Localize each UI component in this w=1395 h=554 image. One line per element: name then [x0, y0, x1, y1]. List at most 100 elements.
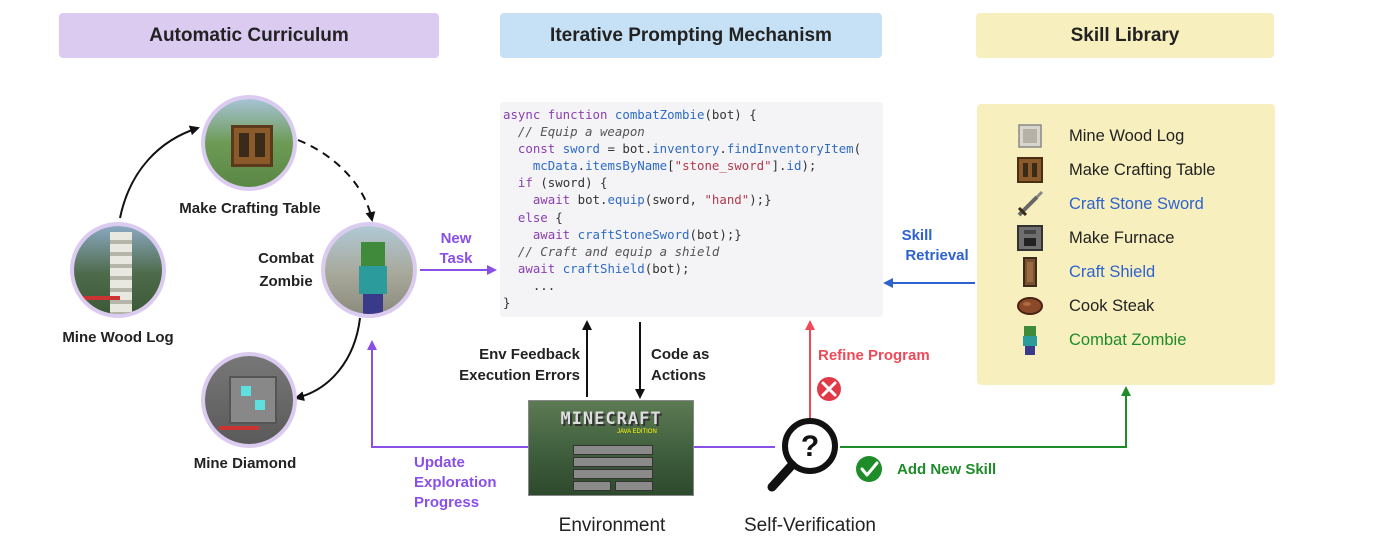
new-task-label-line2: Task: [439, 250, 473, 267]
code-actions-label-line1: Code as: [651, 346, 710, 363]
code-token: "stone_sword": [674, 158, 772, 174]
iterative-header-text: Iterative Prompting Mechanism: [550, 24, 832, 46]
code-line: const sword = bot.inventory.findInventor…: [503, 140, 883, 157]
update-progress-label-line1: Update: [414, 454, 465, 471]
code-line: // Equip a weapon: [503, 123, 883, 140]
code-token: inventory: [652, 141, 720, 157]
code-token: );}: [749, 192, 772, 208]
skill-library-header-text: Skill Library: [1070, 24, 1180, 46]
code-token: await: [503, 226, 578, 242]
code-token: craftShield: [562, 260, 645, 276]
code-token: await: [503, 260, 563, 276]
code-line: async function combatZombie(bot) {: [503, 106, 883, 123]
self-verification-label: Self-Verification: [743, 515, 876, 536]
menu-button-1: [573, 445, 653, 455]
code-line: await craftStoneSword(bot);}: [503, 226, 883, 243]
curriculum-header: Automatic Curriculum: [59, 13, 439, 58]
code-token: findInventoryItem: [726, 141, 854, 157]
crafting-table-icon: [1017, 157, 1043, 183]
wood-log-icon: [1018, 124, 1042, 148]
minecraft-screen: MINECRAFT JAVA EDITION: [528, 400, 694, 496]
make-crafting-table-label: Make Crafting Table: [179, 200, 321, 217]
menu-button-2: [573, 457, 653, 467]
code-token: "hand": [704, 192, 750, 208]
update-progress-label-line2: Exploration: [414, 474, 497, 491]
new-task-label-line1: New: [440, 230, 472, 247]
skill-item-label: Craft Stone Sword: [1069, 195, 1204, 213]
arrow-wood-to-table: [119, 125, 200, 219]
code-token: ...: [503, 277, 556, 293]
furnace-icon: [1017, 225, 1043, 251]
add-new-skill-label: Add New Skill: [897, 461, 997, 478]
code-token: [503, 158, 533, 173]
skill-item-label: Mine Wood Log: [1069, 127, 1185, 145]
code-token: }: [503, 295, 511, 311]
skill-item-label: Cook Steak: [1069, 297, 1155, 315]
code-line: }: [503, 294, 883, 311]
svg-text:?: ?: [801, 430, 819, 463]
magnifier-question-icon: ?: [767, 418, 838, 492]
code-token: [: [667, 158, 675, 174]
minecraft-edition: JAVA EDITION: [617, 429, 657, 435]
code-token: id: [786, 158, 802, 174]
code-token: (sword,: [644, 192, 705, 208]
code-line: mcData.itemsByName["stone_sword"].id);: [503, 157, 883, 174]
code-token: ].: [771, 158, 787, 174]
environment-label: Environment: [558, 515, 666, 536]
code-token: bot.: [577, 192, 608, 208]
code-token: sword: [562, 141, 600, 157]
mine-wood-log-image: [70, 222, 166, 318]
menu-button-5: [615, 481, 653, 491]
arrow-update-progress: [367, 340, 528, 448]
mine-diamond-label: Mine Diamond: [193, 455, 297, 472]
shield-icon: [1023, 257, 1037, 287]
code-token: itemsByName: [585, 158, 668, 174]
code-block: async function combatZombie(bot) { // Eq…: [500, 102, 883, 317]
code-token: (sword) {: [540, 175, 608, 191]
skill-retrieval-label-line2: Retrieval: [905, 247, 969, 264]
code-line: ...: [503, 277, 883, 294]
code-token: function: [547, 107, 615, 122]
code-token: equip: [607, 192, 645, 208]
code-token: async: [503, 107, 548, 122]
arrow-zombie-to-diamond: [294, 317, 361, 402]
curriculum-header-text: Automatic Curriculum: [149, 24, 349, 46]
iterative-prompting-header: Iterative Prompting Mechanism: [500, 13, 882, 58]
refine-program-label: Refine Program: [818, 347, 930, 364]
skill-item-label: Make Furnace: [1069, 229, 1175, 247]
code-token: const: [503, 141, 563, 157]
arrow-table-to-zombie: [297, 139, 376, 222]
code-token: combatZombie: [614, 107, 705, 122]
code-actions-label-line2: Actions: [651, 367, 707, 384]
combat-zombie-image: [321, 222, 417, 318]
menu-button-4: [573, 481, 611, 491]
code-token: .: [719, 141, 727, 157]
code-token: = bot.: [600, 141, 653, 157]
arrow-add-new-skill: [840, 386, 1131, 448]
mine-wood-log-label: Mine Wood Log: [62, 329, 174, 346]
code-token: .: [577, 158, 586, 174]
code-token: craftStoneSword: [577, 226, 690, 242]
code-token: (bot) {: [704, 107, 757, 122]
code-token: mcData: [532, 158, 578, 174]
code-token: (: [853, 141, 862, 157]
code-token: // Equip a weapon: [503, 124, 645, 140]
code-token: (bot);}: [689, 226, 742, 242]
minecraft-logo: MINECRAFT: [560, 409, 662, 429]
code-token: if: [503, 175, 541, 191]
steak-icon: [1017, 297, 1043, 315]
code-line: await craftShield(bot);: [503, 260, 883, 277]
check-icon: [856, 456, 882, 482]
env-feedback-label-line1: Env Feedback: [479, 346, 580, 363]
code-token: // Craft and equip a shield: [503, 243, 720, 259]
menu-button-3: [573, 469, 653, 479]
combat-zombie-label-line2: Zombie: [259, 273, 313, 290]
skill-retrieval-label-line1: Skill: [901, 227, 933, 244]
skill-library-header: Skill Library: [976, 13, 1274, 58]
code-token: await: [503, 192, 578, 208]
code-token: {: [555, 209, 563, 225]
code-line: // Craft and equip a shield: [503, 243, 883, 260]
skill-item-label: Make Crafting Table: [1069, 161, 1216, 179]
code-token: else: [503, 209, 556, 225]
